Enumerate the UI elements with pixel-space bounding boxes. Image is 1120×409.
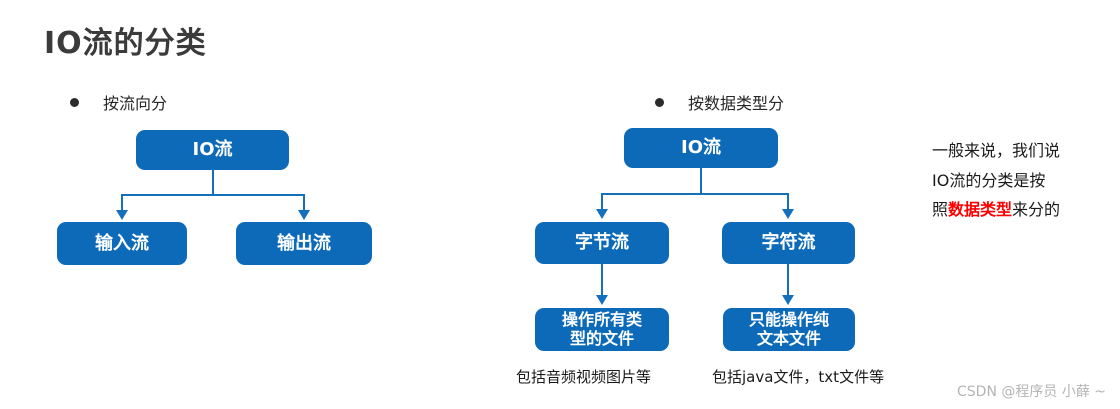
node-byte-stream[interactable]: 字节流 bbox=[535, 222, 669, 264]
connector-vertical-byte-leaf bbox=[601, 264, 603, 296]
side-note-line-3-suffix: 来分的 bbox=[1012, 200, 1061, 220]
node-io-stream-left[interactable]: IO流 bbox=[136, 130, 289, 170]
node-output-stream[interactable]: 输出流 bbox=[236, 222, 372, 265]
bullet-label-by-data-type: 按数据类型分 bbox=[688, 94, 785, 113]
side-note-line-3: 照数据类型来分的 bbox=[932, 195, 1116, 225]
connector-vertical-left-child1 bbox=[121, 194, 123, 211]
arrow-head-icon-right-child1 bbox=[596, 209, 608, 219]
caption-char-stream: 包括java文件，txt文件等 bbox=[712, 368, 885, 386]
bullet-dot-icon bbox=[655, 97, 664, 107]
page-title: IO流的分类 bbox=[44, 26, 207, 61]
arrow-head-icon-right-child2 bbox=[782, 209, 794, 219]
connector-horizontal-right bbox=[601, 193, 788, 195]
bullet-dot-icon bbox=[70, 97, 79, 107]
connector-vertical-left-child2 bbox=[303, 194, 305, 211]
side-note-highlight: 数据类型 bbox=[948, 200, 1013, 220]
connector-horizontal-left bbox=[121, 194, 304, 196]
side-note-line-1: 一般来说，我们说 bbox=[932, 141, 1061, 160]
arrow-head-icon-left-child1 bbox=[116, 210, 128, 220]
arrow-head-icon-byte-leaf bbox=[596, 295, 608, 305]
bullet-label-by-direction: 按流向分 bbox=[103, 94, 168, 113]
node-io-stream-right[interactable]: IO流 bbox=[624, 128, 778, 168]
bullet-by-data-type: 按数据类型分 bbox=[655, 90, 784, 114]
side-note-line-2: IO流的分类是按 bbox=[932, 170, 1046, 190]
connector-vertical-left-root bbox=[212, 170, 214, 195]
side-note: 一般来说，我们说 IO流的分类是按 照数据类型来分的 bbox=[932, 136, 1116, 225]
watermark: CSDN @程序员 小薛 ~ bbox=[957, 384, 1106, 400]
connector-vertical-right-root bbox=[700, 168, 702, 194]
arrow-head-icon-left-child2 bbox=[298, 210, 310, 220]
caption-byte-stream: 包括音频视频图片等 bbox=[516, 368, 652, 386]
bullet-by-direction: 按流向分 bbox=[70, 90, 167, 114]
connector-vertical-right-child1 bbox=[601, 193, 603, 210]
arrow-head-icon-char-leaf bbox=[782, 295, 794, 305]
node-char-stream-detail[interactable]: 只能操作纯 文本文件 bbox=[723, 308, 855, 351]
connector-vertical-right-child2 bbox=[787, 193, 789, 210]
node-byte-stream-detail[interactable]: 操作所有类 型的文件 bbox=[535, 308, 669, 351]
side-note-line-3-prefix: 照 bbox=[932, 200, 949, 220]
node-input-stream[interactable]: 输入流 bbox=[57, 222, 187, 265]
connector-vertical-char-leaf bbox=[787, 264, 789, 296]
node-char-stream[interactable]: 字符流 bbox=[722, 222, 855, 264]
